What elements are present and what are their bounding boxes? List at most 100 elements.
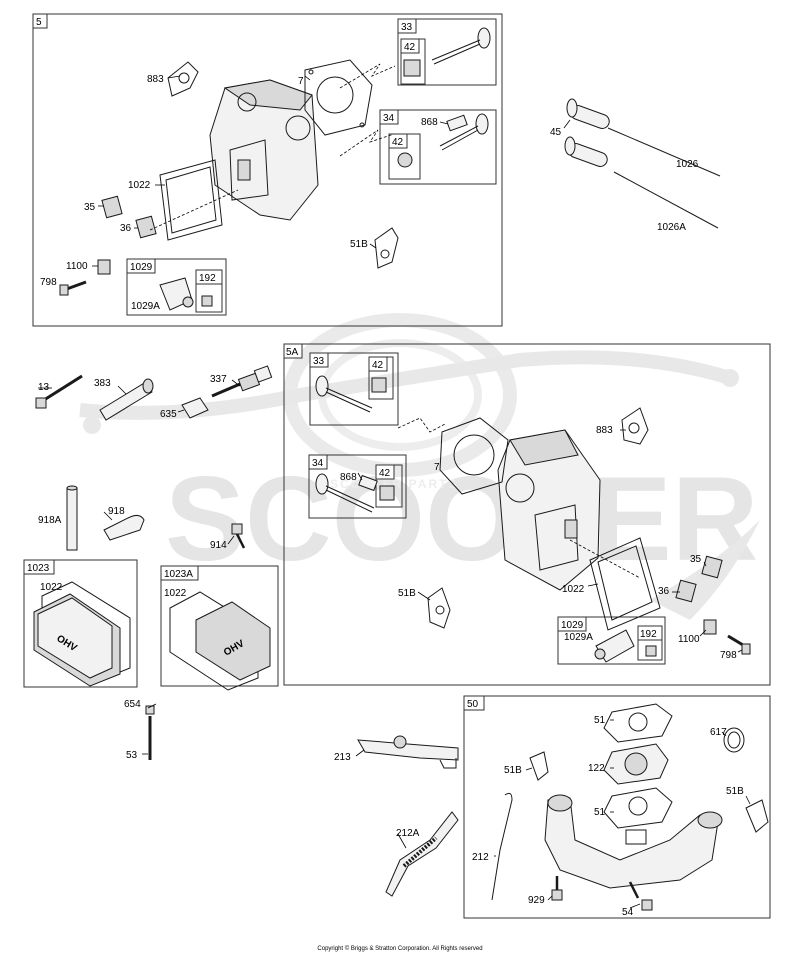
kit-34-tag-top: 34 [383, 113, 395, 124]
label-1029a-top: 1029A [131, 301, 160, 312]
label-1026: 1026 [676, 159, 699, 170]
spark-plug-337 [211, 365, 273, 398]
kit-192-tag-bottom: 192 [640, 629, 657, 640]
label-1022-cover-a: 1022 [40, 582, 63, 593]
label-883-bottom: 883 [596, 425, 613, 436]
label-798-bottom: 798 [720, 650, 737, 661]
label-45: 45 [550, 127, 562, 138]
boot-635 [181, 397, 209, 419]
cylinder-head-top [209, 79, 319, 221]
label-13: 13 [38, 382, 50, 393]
section-1023a-box [160, 565, 279, 687]
tube-918 [103, 514, 145, 541]
label-1029a-bottom: 1029A [564, 632, 593, 643]
valve-cover-gasket-top [159, 159, 223, 241]
kit-42-tag-top-b: 42 [392, 137, 404, 148]
label-635: 635 [160, 409, 177, 420]
kit-34-box-top [379, 109, 497, 185]
label-122: 122 [588, 763, 605, 774]
rocker-arm-bottom [594, 629, 657, 663]
valve-cover-gasket-bottom [589, 537, 661, 631]
stud-53 [145, 705, 155, 760]
label-337: 337 [210, 374, 227, 385]
kit-34-tag-bottom: 34 [312, 458, 324, 469]
kit-33-box-bottom [309, 352, 399, 426]
valve-insert-top [446, 114, 468, 132]
valve-seal-top-a [403, 59, 421, 77]
ring-617 [723, 727, 745, 753]
bolt-798-bottom [703, 619, 751, 655]
label-1022-cover-b: 1022 [164, 588, 187, 599]
label-54: 54 [622, 907, 634, 918]
section-5a-box [283, 343, 771, 686]
watermark-text: SCOOTER [165, 452, 758, 586]
label-1100-bottom: 1100 [678, 634, 700, 645]
label-212: 212 [472, 852, 489, 863]
label-918: 918 [108, 506, 125, 517]
kit-33-tag-bottom: 33 [313, 356, 325, 367]
head-gasket-top [304, 59, 373, 136]
bolt-13 [35, 374, 83, 409]
label-868-bottom: 868 [340, 472, 357, 483]
valve-cover-1023a: OHV [169, 591, 271, 691]
valve-exhaust-top [397, 113, 489, 168]
label-929: 929 [528, 895, 545, 906]
label-1022-top: 1022 [128, 180, 151, 191]
section-1023a-tag: 1023A [164, 569, 193, 580]
section-1023-tag: 1023 [27, 563, 50, 574]
label-383: 383 [94, 378, 111, 389]
tube-918a [66, 485, 78, 551]
section-5-box [32, 13, 503, 327]
label-914: 914 [210, 540, 227, 551]
bolt-798-top [59, 259, 111, 296]
label-35-bottom: 35 [690, 554, 702, 565]
gasket-51-lower [603, 787, 673, 829]
label-36-bottom: 36 [658, 586, 670, 597]
label-918a: 918A [38, 515, 62, 526]
kit-42-tag-bottom-b: 42 [379, 468, 391, 479]
exhaust-manifold [544, 794, 723, 889]
gasket-883-top [167, 61, 199, 97]
section-50-box [463, 695, 771, 919]
valve-exhaust-bottom [315, 473, 395, 513]
springs-top [101, 195, 157, 239]
gasket-51b-left [529, 751, 549, 781]
section-5-tag: 5 [36, 17, 42, 28]
springs-bottom [675, 555, 723, 603]
bolt-914 [231, 523, 246, 549]
gasket-51-upper [603, 703, 673, 743]
label-1026a: 1026A [657, 222, 686, 233]
label-51-upper: 51 [594, 715, 606, 726]
label-35-top: 35 [84, 202, 96, 213]
kit-42-tag-top-a: 42 [404, 42, 416, 53]
label-798-top: 798 [40, 277, 57, 288]
label-1100-top: 1100 [66, 261, 88, 272]
kit-33-tag-top: 33 [401, 22, 413, 33]
label-51b-right: 51B [726, 786, 744, 797]
label-654: 654 [124, 699, 141, 710]
label-1022-bottom: 1022 [562, 584, 585, 595]
valve-cover-1023: OHV [33, 581, 131, 687]
push-rods [564, 98, 721, 229]
gasket-883-bottom [621, 407, 649, 445]
label-868-top: 868 [421, 117, 438, 128]
kit-1029-tag-bottom: 1029 [561, 620, 584, 631]
bolt-929 [551, 876, 563, 901]
label-53: 53 [126, 750, 138, 761]
bracket-213 [357, 735, 459, 769]
section-5a-tag: 5A [286, 347, 299, 358]
label-51b-left: 51B [504, 765, 522, 776]
kit-34-box-bottom [308, 454, 407, 519]
cylinder-head-bottom [497, 429, 601, 591]
flange-122 [603, 743, 669, 785]
link-212a [385, 811, 459, 897]
head-gasket-bottom [439, 417, 509, 495]
label-7-bottom: 7 [434, 462, 440, 473]
label-36-top: 36 [120, 223, 132, 234]
copyright-text: Copyright © Briggs & Stratton Corporatio… [317, 945, 482, 952]
rocker-arm-top [159, 277, 213, 311]
kit-42-tag-bottom-a: 42 [372, 360, 384, 371]
label-7-top: 7 [298, 76, 304, 87]
label-51b-mid: 51B [398, 588, 416, 599]
